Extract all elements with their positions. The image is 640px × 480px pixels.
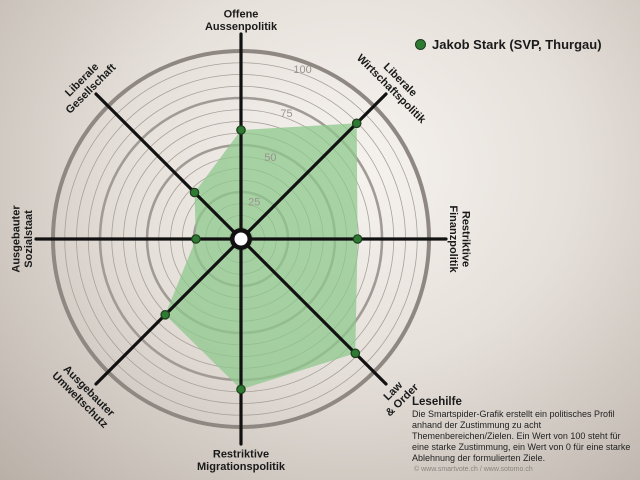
- data-point: [160, 309, 170, 320]
- legend: Jakob Stark (SVP, Thurgau): [415, 37, 602, 52]
- footer-credit: © www.smartvote.ch / www.sotomo.ch: [414, 466, 533, 473]
- legend-marker-icon: [415, 39, 426, 50]
- axis-line: [239, 92, 388, 241]
- data-point: [351, 118, 362, 129]
- series-area: [165, 123, 358, 390]
- data-point: [236, 384, 246, 395]
- data-point: [189, 187, 200, 198]
- data-point: [350, 348, 361, 359]
- svg-text:AusgebauterSozialstaat: AusgebauterSozialstaat: [10, 205, 35, 273]
- svg-text:RestriktiveFinanzpolitik: RestriktiveFinanzpolitik: [447, 205, 472, 273]
- tick-label: 100: [293, 64, 311, 76]
- data-point: [236, 125, 246, 135]
- data-point: [191, 234, 201, 244]
- axis-line: [239, 237, 388, 386]
- reading-help: Lesehilfe Die Smartspider-Grafik erstell…: [412, 396, 638, 464]
- help-text: Die Smartspider-Grafik erstellt ein poli…: [412, 409, 631, 463]
- center-hub-inner: [234, 232, 248, 246]
- tick-label: 25: [248, 196, 260, 208]
- data-point: [352, 234, 363, 244]
- legend-label: Jakob Stark (SVP, Thurgau): [432, 37, 602, 52]
- help-title: Lesehilfe: [412, 396, 462, 408]
- axis-label: RestriktiveFinanzpolitik: [447, 205, 472, 273]
- tick-label: 75: [280, 108, 292, 120]
- tick-label: 50: [264, 152, 276, 164]
- axis-line: [94, 92, 243, 241]
- axis-label: AusgebauterSozialstaat: [10, 205, 35, 273]
